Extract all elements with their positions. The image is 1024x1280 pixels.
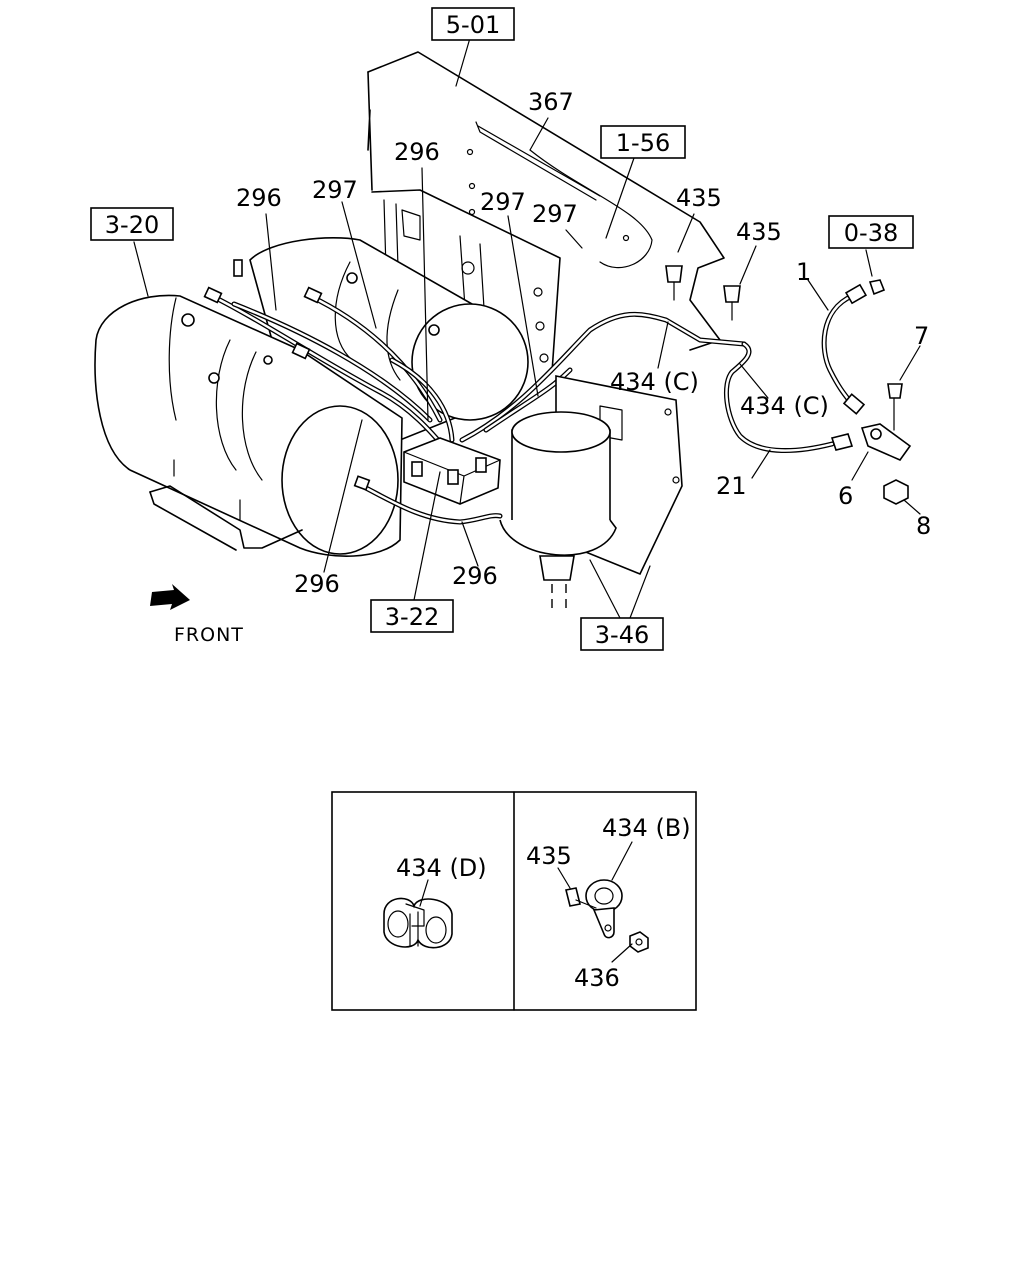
label-7: 7	[914, 322, 929, 350]
inset-detail: 434 (D) 434 (B) 435 436	[331, 791, 697, 1011]
label-367: 367	[528, 88, 574, 116]
label-297-center: 297	[480, 188, 526, 216]
label-435-right: 435	[736, 218, 782, 246]
reference-labels: 5-01 1-56 3-20 0-38 3-22 3-46	[90, 7, 914, 651]
label-6: 6	[838, 482, 853, 510]
label-inset-436: 436	[574, 964, 620, 992]
label-1: 1	[796, 258, 811, 286]
label-434b: 434 (B)	[602, 814, 691, 842]
label-296-bottom: 296	[452, 562, 498, 590]
hose-assembly	[665, 265, 912, 505]
air-tanks	[94, 237, 529, 557]
label-434c-right: 434 (C)	[740, 392, 829, 420]
label-8: 8	[916, 512, 931, 540]
label-297-left: 297	[312, 176, 358, 204]
ref-0-38: 0-38	[844, 219, 898, 247]
label-296-left: 296	[236, 184, 282, 212]
ref-3-46: 3-46	[595, 621, 649, 649]
label-296-bottom-left: 296	[294, 570, 340, 598]
label-inset-435: 435	[526, 842, 572, 870]
clamp-434b	[565, 879, 649, 953]
label-296-top: 296	[394, 138, 440, 166]
frame-crossmember	[367, 51, 725, 373]
label-435-left: 435	[676, 184, 722, 212]
clip-434d	[383, 897, 453, 949]
air-dryer	[499, 375, 683, 612]
ref-3-20: 3-20	[105, 211, 159, 239]
valve-block	[403, 437, 501, 505]
label-297-right: 297	[532, 200, 578, 228]
label-434d: 434 (D)	[396, 854, 487, 882]
label-21: 21	[716, 472, 747, 500]
label-434c-left: 434 (C)	[610, 368, 699, 396]
ref-3-22: 3-22	[385, 603, 439, 631]
air-lines	[203, 149, 835, 525]
leader-lines	[133, 37, 921, 619]
part-labels: 367 296 296 296 296 297 297 297 435 435 …	[236, 88, 931, 598]
ref-1-56: 1-56	[616, 129, 670, 157]
ref-5-01: 5-01	[446, 11, 500, 39]
front-label: FRONT	[174, 624, 244, 646]
front-arrow: FRONT	[150, 584, 244, 646]
